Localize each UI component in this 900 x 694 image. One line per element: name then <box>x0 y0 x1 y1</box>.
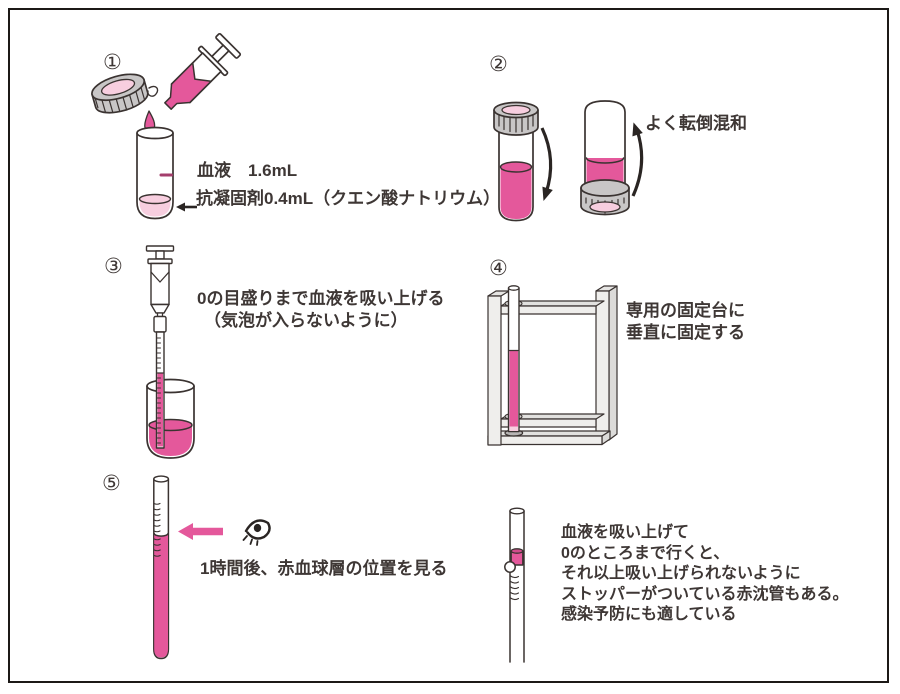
note-line-2: 0のところまで行くと、 <box>561 544 730 562</box>
step2-number: ② <box>489 53 508 76</box>
sedimentation-tube-fixed <box>507 285 520 433</box>
note-graphic <box>504 507 525 663</box>
eye-icon <box>242 519 271 546</box>
step1-blood-label: 血液 1.6mL <box>197 161 298 180</box>
syringe-icon <box>164 32 242 110</box>
step5-number: ⑤ <box>102 472 121 495</box>
step5-graphic <box>153 475 271 660</box>
note-line-5: 感染予防にも適している <box>561 606 737 623</box>
mix-tube-upright <box>493 101 539 222</box>
step2-graphic <box>493 100 644 222</box>
stopper-tube <box>504 507 525 663</box>
curved-arrow-down-icon <box>540 127 553 201</box>
arrow-left-icon <box>178 523 223 540</box>
swirl-icon <box>147 85 159 97</box>
step3-graphic <box>145 245 195 459</box>
mix-tube-inverted <box>580 100 630 216</box>
blood-container <box>146 378 195 459</box>
note-line-1: 血液を吸い上げて <box>561 524 690 541</box>
tube-cap-icon <box>91 73 149 114</box>
note-line-4: ストッパーがついている赤沈管もある。 <box>561 585 849 603</box>
outer-border <box>8 8 889 683</box>
arrow-left-icon <box>176 202 197 212</box>
step2-mix-label: よく転倒混和 <box>645 114 747 133</box>
step3-number: ③ <box>104 255 123 278</box>
step4-graphic <box>487 285 618 446</box>
curved-arrow-up-icon <box>631 122 644 197</box>
sample-tube <box>136 126 174 220</box>
step3-instruction-line1: 0の目盛りまで血液を吸い上げる <box>197 289 445 308</box>
step4-instruction-line2: 垂直に固定する <box>626 323 745 342</box>
note-line-3: それ以上吸い上げられないように <box>561 565 801 582</box>
stopper-note: 血液を吸い上げて 0のところまで行くと、 それ以上吸い上げられないように ストッ… <box>561 523 849 626</box>
step4-instruction: 専用の固定台に 垂直に固定する <box>626 300 745 344</box>
sedimentation-tube-result <box>153 475 170 660</box>
step5-instruction: 1時間後、赤血球層の位置を見る <box>200 559 448 578</box>
step4-number: ④ <box>489 257 508 280</box>
step1-anticoagulant-label: 抗凝固剤0.4mL（クエン酸ナトリウム） <box>196 189 501 208</box>
suction-pipette <box>145 245 175 333</box>
fixation-stand <box>487 285 618 446</box>
step1-number: ① <box>103 51 122 74</box>
step1-graphic <box>91 32 242 220</box>
step3-instruction-line2: （気泡が入らないように） <box>204 311 408 330</box>
step4-instruction-line1: 専用の固定台に <box>626 301 745 320</box>
sedimentation-tube-filling <box>155 331 165 449</box>
